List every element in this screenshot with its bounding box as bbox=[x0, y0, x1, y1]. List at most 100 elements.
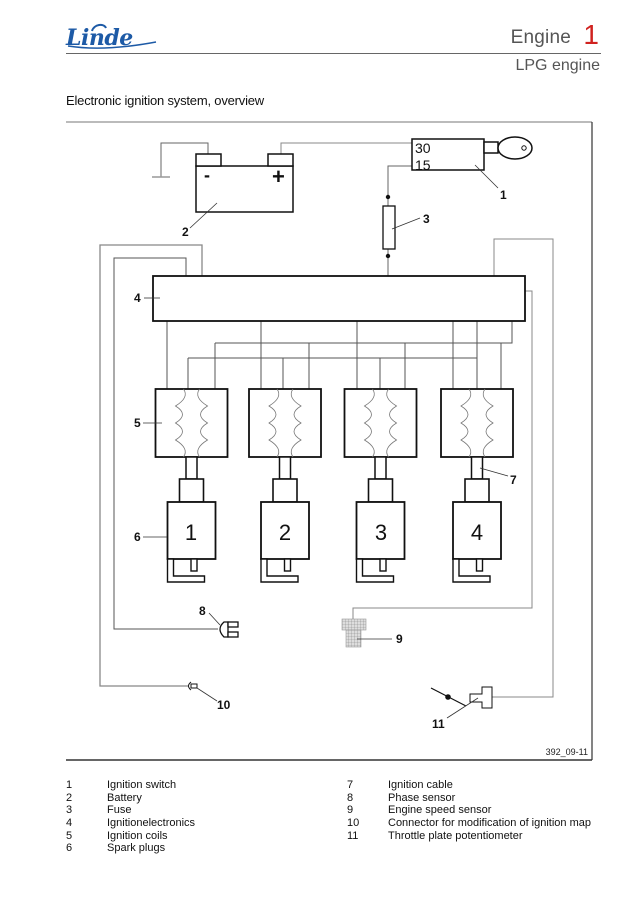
coil-body bbox=[154, 388, 229, 458]
ignition-coil bbox=[154, 388, 229, 458]
legend-item: 5 Ignition coils bbox=[66, 830, 195, 843]
ignition-switch bbox=[411, 136, 533, 171]
callout-4: 4 bbox=[134, 291, 141, 305]
map-connector bbox=[188, 681, 198, 691]
legend-item: 2 Battery bbox=[66, 792, 195, 805]
callout-8: 8 bbox=[199, 604, 206, 618]
logo-underline-swash bbox=[67, 41, 157, 49]
ground-electrode bbox=[355, 558, 395, 583]
legend-number: 4 bbox=[66, 817, 73, 830]
fuse bbox=[382, 194, 396, 259]
plug-cap bbox=[178, 478, 205, 503]
terminal-30: 30 bbox=[415, 140, 431, 156]
secondary-winding bbox=[386, 388, 398, 458]
subsection-title: LPG engine bbox=[515, 57, 600, 74]
legend-label: Connector for modification of ignition m… bbox=[388, 817, 591, 830]
legend-number: 6 bbox=[66, 842, 73, 855]
chapter-number: 1 bbox=[583, 19, 599, 50]
spark-plug-number: 1 bbox=[185, 520, 197, 545]
terminal-15: 15 bbox=[415, 157, 431, 173]
legend-number: 5 bbox=[66, 829, 73, 842]
callout-6: 6 bbox=[134, 530, 141, 544]
key-icon bbox=[497, 136, 533, 160]
coil-body bbox=[343, 388, 418, 458]
diagram-frame bbox=[66, 121, 593, 761]
plug-cap bbox=[464, 478, 490, 503]
plug-cap bbox=[272, 478, 298, 503]
battery bbox=[195, 153, 294, 213]
callout-3: 3 bbox=[423, 212, 430, 226]
throttle-potentiometer bbox=[430, 686, 493, 709]
battery-negative-symbol: - bbox=[204, 165, 210, 185]
spark-plug-number: 4 bbox=[471, 520, 483, 545]
ignition-electronics bbox=[152, 275, 526, 322]
ignition-cable bbox=[185, 456, 198, 480]
secondary-winding bbox=[290, 388, 302, 458]
plug-body bbox=[355, 501, 406, 560]
battery-positive-symbol: + bbox=[272, 164, 285, 189]
logo-swash bbox=[91, 23, 107, 32]
leader-lines bbox=[143, 164, 509, 719]
plug-body bbox=[260, 501, 310, 560]
spark-plug bbox=[452, 456, 502, 583]
center-electrode bbox=[475, 558, 484, 572]
phase-sensor-wire bbox=[113, 257, 218, 630]
callout-11: 11 bbox=[432, 717, 445, 731]
map-connector-wire bbox=[99, 244, 203, 687]
callout-5: 5 bbox=[134, 416, 141, 430]
legend-label: Battery bbox=[107, 791, 142, 804]
coil-wires bbox=[166, 321, 513, 389]
legend-number: 10 bbox=[347, 817, 360, 830]
callout-10: 10 bbox=[217, 698, 231, 712]
ground-wire bbox=[160, 142, 209, 177]
center-electrode bbox=[379, 558, 387, 572]
coil-body bbox=[440, 388, 514, 458]
legend-label: Ignition coils bbox=[107, 829, 168, 842]
ignition-cable bbox=[374, 456, 387, 480]
section-title: Engine bbox=[510, 27, 571, 48]
center-electrode bbox=[190, 558, 198, 572]
legend-label: Throttle plate potentiometer bbox=[388, 829, 523, 842]
ignition-cable bbox=[278, 456, 292, 480]
phase-sensor bbox=[219, 621, 239, 638]
figure-id: 392_09-11 bbox=[546, 747, 588, 757]
linde-logo: Linde bbox=[65, 23, 157, 51]
wiring bbox=[99, 142, 554, 698]
legend-label: Phase sensor bbox=[388, 791, 456, 804]
plug-body bbox=[452, 501, 502, 560]
spark-plug-number: 2 bbox=[279, 520, 291, 545]
primary-winding bbox=[268, 388, 280, 458]
spark-plug bbox=[355, 456, 406, 583]
callout-2: 2 bbox=[182, 225, 189, 239]
legend-number: 2 bbox=[66, 791, 73, 804]
legend-number: 8 bbox=[347, 791, 354, 804]
legend-label: Fuse bbox=[107, 804, 132, 817]
secondary-winding bbox=[197, 388, 209, 458]
primary-winding bbox=[460, 388, 472, 458]
legend-label: Engine speed sensor bbox=[388, 804, 492, 817]
primary-winding bbox=[363, 388, 375, 458]
legend-number: 1 bbox=[66, 779, 73, 791]
center-electrode bbox=[283, 558, 292, 572]
legend-number: 7 bbox=[347, 779, 354, 791]
spark-plug bbox=[260, 456, 310, 583]
speed-sensor bbox=[341, 618, 367, 648]
coil-body bbox=[248, 388, 322, 458]
primary-winding bbox=[174, 388, 186, 458]
ignition-coil bbox=[248, 388, 322, 458]
spark-plugs bbox=[166, 456, 502, 583]
legend-label: Ignition cable bbox=[388, 779, 453, 791]
spark-plug bbox=[166, 456, 217, 583]
battery-to-switch-wire bbox=[280, 142, 412, 154]
throttle-pot-wire bbox=[492, 238, 554, 698]
legend-item: 8 Phase sensor bbox=[347, 792, 591, 805]
header-divider bbox=[66, 53, 601, 54]
callout-9: 9 bbox=[396, 632, 403, 646]
legend-item: 7 Ignition cable bbox=[347, 779, 591, 792]
ground-electrode bbox=[452, 558, 491, 583]
